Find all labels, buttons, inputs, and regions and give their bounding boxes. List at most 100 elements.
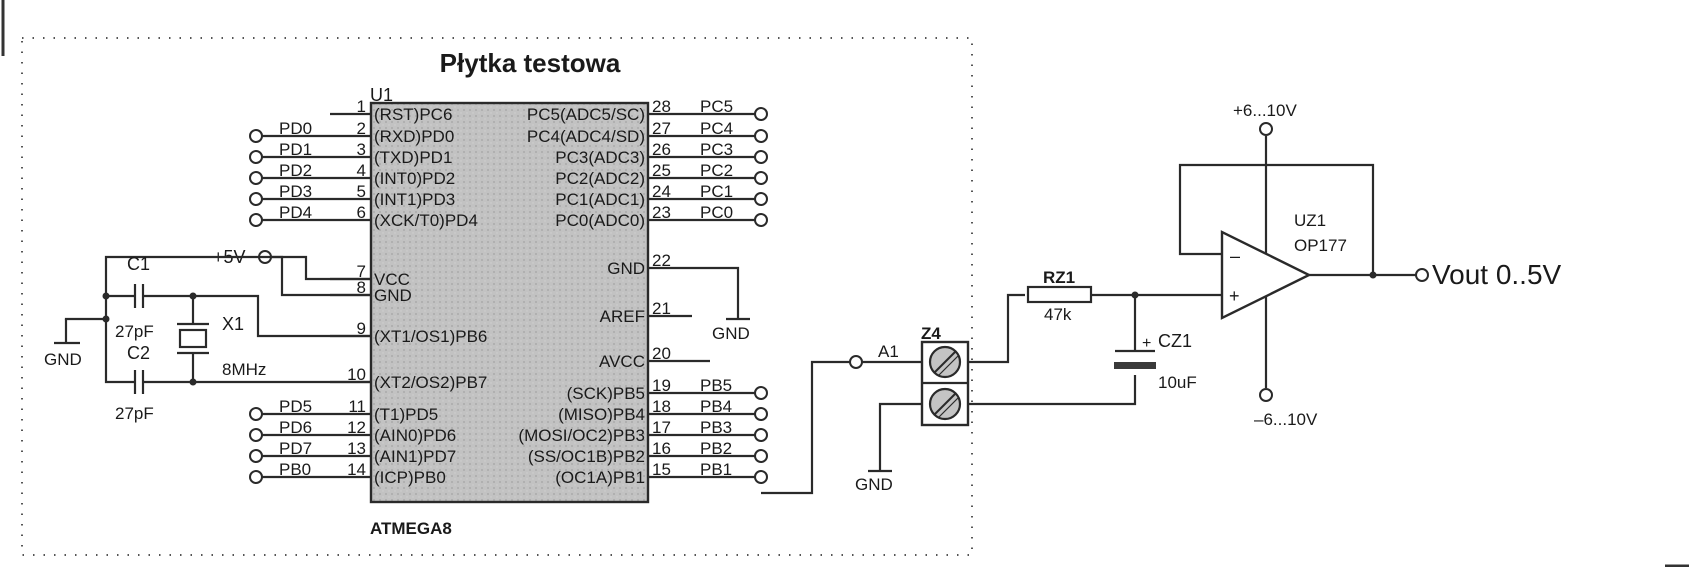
rz1-resistor: RZ1 47k bbox=[1026, 268, 1139, 324]
net-label: PD1 bbox=[279, 140, 312, 159]
mcu-pin-1: 1 (RST)PC6 bbox=[330, 97, 452, 124]
net-terminal bbox=[249, 428, 263, 442]
net-label: PD3 bbox=[279, 182, 312, 201]
net-label: PC4 bbox=[700, 119, 733, 138]
cz1-capacitor: + CZ1 10uF bbox=[1114, 295, 1197, 392]
pos-supply-label: +6...10V bbox=[1233, 101, 1297, 120]
output-label: Vout 0..5V bbox=[1432, 259, 1562, 290]
pin-name: (RST)PC6 bbox=[374, 105, 452, 124]
net-label: PD4 bbox=[279, 203, 312, 222]
net-label: PC2 bbox=[700, 161, 733, 180]
pin-number: 28 bbox=[652, 97, 671, 116]
net-label: PB2 bbox=[700, 439, 732, 458]
rz1-value: 47k bbox=[1044, 305, 1072, 324]
c1-ref: C1 bbox=[127, 254, 150, 274]
pin-name: (AIN1)PD7 bbox=[374, 447, 456, 466]
net-label: PC5 bbox=[700, 97, 733, 116]
net-terminal bbox=[754, 171, 768, 185]
mcu-pin-3: 3 (TXD)PD1 PD1 bbox=[249, 140, 452, 167]
pin-number: 9 bbox=[357, 319, 366, 338]
pin-name: (XT2/OS2)PB7 bbox=[374, 373, 487, 392]
pin-number: 4 bbox=[357, 161, 366, 180]
gnd-label-z4: GND bbox=[855, 475, 893, 494]
pin-name: GND bbox=[374, 286, 412, 305]
net-terminal bbox=[754, 386, 768, 400]
pin-name: (INT0)PD2 bbox=[374, 169, 455, 188]
pin-number: 8 bbox=[357, 278, 366, 297]
net-terminal bbox=[754, 107, 768, 121]
pin-number: 1 bbox=[357, 97, 366, 116]
pin-name: (XT1/OS1)PB6 bbox=[374, 327, 487, 346]
z4-ref: Z4 bbox=[921, 324, 941, 343]
net-label: PB4 bbox=[700, 397, 732, 416]
net-terminal bbox=[249, 171, 263, 185]
net-terminal bbox=[249, 129, 263, 143]
pin-name: (OC1A)PB1 bbox=[555, 468, 645, 487]
net-terminal bbox=[754, 192, 768, 206]
pin-number: 3 bbox=[357, 140, 366, 159]
z4-connector: A1 Z4 GND bbox=[761, 293, 1137, 495]
pin-name: VCC bbox=[374, 270, 410, 289]
net-label: PD2 bbox=[279, 161, 312, 180]
pin-number: 21 bbox=[652, 299, 671, 318]
net-terminal bbox=[754, 449, 768, 463]
pin-number: 14 bbox=[347, 460, 366, 479]
rz1-ref: RZ1 bbox=[1043, 268, 1075, 287]
c1-value: 27pF bbox=[115, 322, 154, 341]
net-terminal bbox=[249, 470, 263, 484]
cz1-ref: CZ1 bbox=[1158, 331, 1192, 351]
mcu-ic: U1 ATMEGA8 1(RST)PC62(RXD)PD0PD03(TXD)PD… bbox=[249, 85, 768, 538]
net-terminal bbox=[754, 407, 768, 421]
mcu-pin-13: 13 (AIN1)PD7 PD7 bbox=[249, 439, 456, 466]
net-label: PC0 bbox=[700, 203, 733, 222]
pin-number: 26 bbox=[652, 140, 671, 159]
pin-name: PC0(ADC0) bbox=[555, 211, 645, 230]
pin-name: (ICP)PB0 bbox=[374, 468, 446, 487]
net-label: PB1 bbox=[700, 460, 732, 479]
pin-number: 10 bbox=[347, 365, 366, 384]
pin-name: (TXD)PD1 bbox=[374, 148, 452, 167]
net-terminal bbox=[249, 213, 263, 227]
pin-number: 24 bbox=[652, 182, 671, 201]
net-terminal bbox=[249, 192, 263, 206]
net-terminal bbox=[249, 449, 263, 463]
pin-name: (AIN0)PD6 bbox=[374, 426, 456, 445]
net-terminal bbox=[754, 428, 768, 442]
pin-name: (RXD)PD0 bbox=[374, 127, 454, 146]
net-label: PB3 bbox=[700, 418, 732, 437]
net-terminal bbox=[249, 150, 263, 164]
mcu-ref: U1 bbox=[370, 85, 393, 105]
mcu-right-power: GND bbox=[648, 266, 750, 363]
neg-supply-label: –6...10V bbox=[1254, 410, 1318, 429]
pin-number: 22 bbox=[652, 251, 671, 270]
vcc-terminal: +5V bbox=[213, 247, 371, 281]
pin-name: (SS/OC1B)PB2 bbox=[528, 447, 645, 466]
gnd-label-mcu: GND bbox=[712, 324, 750, 343]
pin-number: 17 bbox=[652, 418, 671, 437]
pin-number: 19 bbox=[652, 376, 671, 395]
net-label: PC3 bbox=[700, 140, 733, 159]
net-terminal bbox=[754, 129, 768, 143]
pin-number: 18 bbox=[652, 397, 671, 416]
pin-number: 12 bbox=[347, 418, 366, 437]
pin-name: AREF bbox=[600, 307, 645, 326]
pin-name: (SCK)PB5 bbox=[567, 384, 645, 403]
pin-number: 13 bbox=[347, 439, 366, 458]
pin-name: AVCC bbox=[599, 352, 645, 371]
c2-ref: C2 bbox=[127, 343, 150, 363]
net-terminal bbox=[754, 470, 768, 484]
net-label: PD7 bbox=[279, 439, 312, 458]
net-terminal bbox=[249, 407, 263, 421]
uz1-ref: UZ1 bbox=[1294, 211, 1326, 230]
